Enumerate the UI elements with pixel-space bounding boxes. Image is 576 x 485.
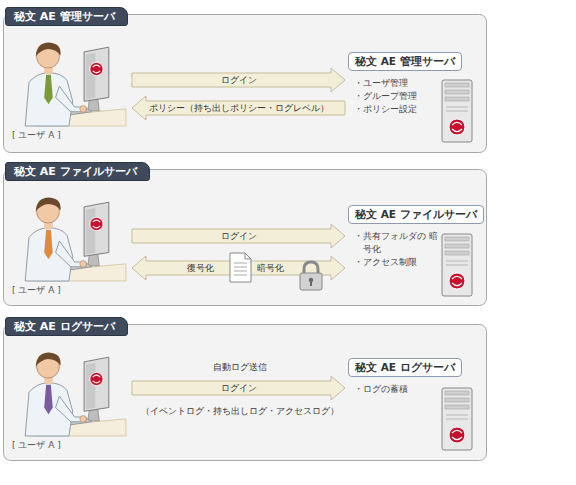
server-title: 秘文 AE 管理サーバ (348, 52, 462, 71)
server-icon (442, 80, 472, 142)
server-function: ・ログの蓄積 (354, 383, 443, 396)
panel-title: 秘文 AE 管理サーバ (5, 7, 128, 26)
panel-title: 秘文 AE ファイルサーバ (5, 162, 150, 181)
block-arrow (132, 96, 345, 120)
user-label: [ ユーザ A ] (12, 284, 128, 297)
note-label: 復号化 (185, 263, 216, 274)
note-label: 暗号化 (255, 263, 286, 274)
panel-title: 秘文 AE ログサーバ (5, 317, 128, 336)
lock-icon (300, 262, 322, 290)
block-arrow (132, 224, 345, 248)
server-function: ・ユーザ管理 (354, 77, 443, 90)
server-icon (442, 234, 472, 296)
server-function: ・アクセス制限 (354, 256, 443, 269)
panel-border (4, 325, 487, 461)
server-function: ・グループ管理 (354, 90, 443, 103)
arrow-label: ポリシー（持ち出しポリシー・ログレベル） (147, 103, 331, 114)
block-arrow (132, 376, 345, 400)
server-icon (442, 388, 472, 450)
block-arrow (132, 68, 345, 92)
user-label: [ ユーザ A ] (12, 129, 128, 142)
arrow-label: ログイン (219, 75, 259, 86)
document-icon (230, 253, 251, 282)
panel-border (4, 170, 487, 306)
note-label: 自動ログ送信 (211, 362, 269, 373)
panel-border (4, 15, 487, 153)
server-title: 秘文 AE ログサーバ (348, 358, 462, 377)
server-function: ・ポリシー設定 (354, 103, 443, 116)
user-label: [ ユーザ A ] (12, 439, 128, 452)
user-figure (25, 352, 126, 436)
arrow-label: ログイン (219, 231, 259, 242)
server-title: 秘文 AE ファイルサーバ (348, 205, 484, 224)
arrow-label: ログイン (219, 383, 259, 394)
server-function: ・共有フォルダの 暗号化 (354, 230, 443, 256)
user-figure (25, 197, 126, 281)
user-figure (25, 42, 126, 126)
note-label: （イベントログ・持ち出しログ・アクセスログ） (139, 406, 341, 417)
